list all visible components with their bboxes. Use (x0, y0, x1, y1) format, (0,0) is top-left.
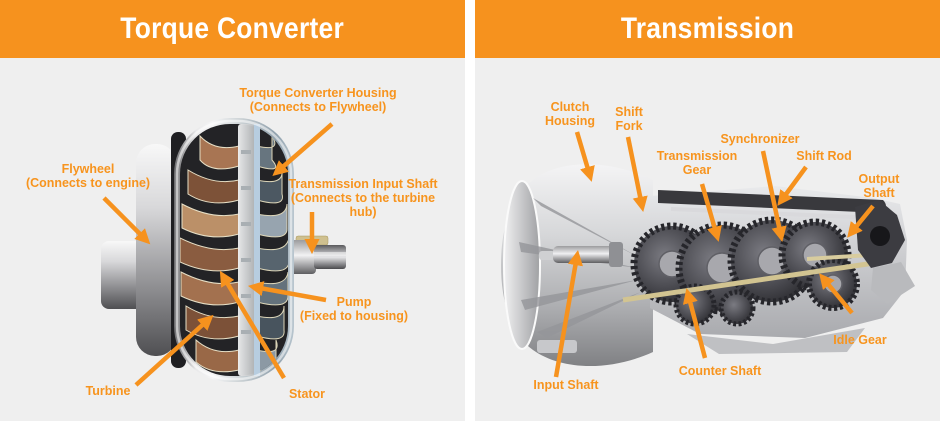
label-input-shaft: Transmission Input Shaft (Connects to th… (288, 176, 438, 219)
label-shift-rod: Shift Rod (796, 148, 852, 163)
label-turbine: Turbine (85, 383, 131, 398)
stator-part (238, 124, 260, 376)
torque-converter-header: Torque Converter (0, 0, 465, 58)
transmission-title: Transmission (620, 12, 795, 45)
label-idle-gear: Idle Gear (833, 332, 887, 347)
torque-converter-illustration (101, 118, 346, 382)
label-stator: Stator (288, 386, 326, 401)
label-pump: Pump (Fixed to housing) (299, 294, 409, 323)
torque-converter-panel: Torque Converter (0, 0, 465, 421)
panel-divider (465, 0, 475, 421)
label-housing: Torque Converter Housing (Connects to Fl… (239, 85, 397, 114)
transmission-illustration (501, 164, 915, 367)
label-shift-fork: Shift Fork (615, 104, 643, 133)
counter-shaft-part (622, 259, 882, 303)
torque-converter-title: Torque Converter (120, 12, 345, 45)
clutch-housing-part (501, 164, 653, 367)
label-clutch-housing: Clutch Housing (545, 99, 595, 128)
transmission-panel: Transmission (475, 0, 940, 421)
label-flywheel: Flywheel (Connects to engine) (25, 161, 151, 190)
label-counter-shaft: Counter Shaft (678, 363, 762, 378)
label-transmission-gear: Transmission Gear (656, 148, 738, 177)
label-input-shaft: Input Shaft (533, 377, 599, 392)
label-output-shaft: Output Shaft (858, 171, 900, 200)
transmission-header: Transmission (475, 0, 940, 58)
label-synchronizer: Synchronizer (720, 131, 800, 146)
